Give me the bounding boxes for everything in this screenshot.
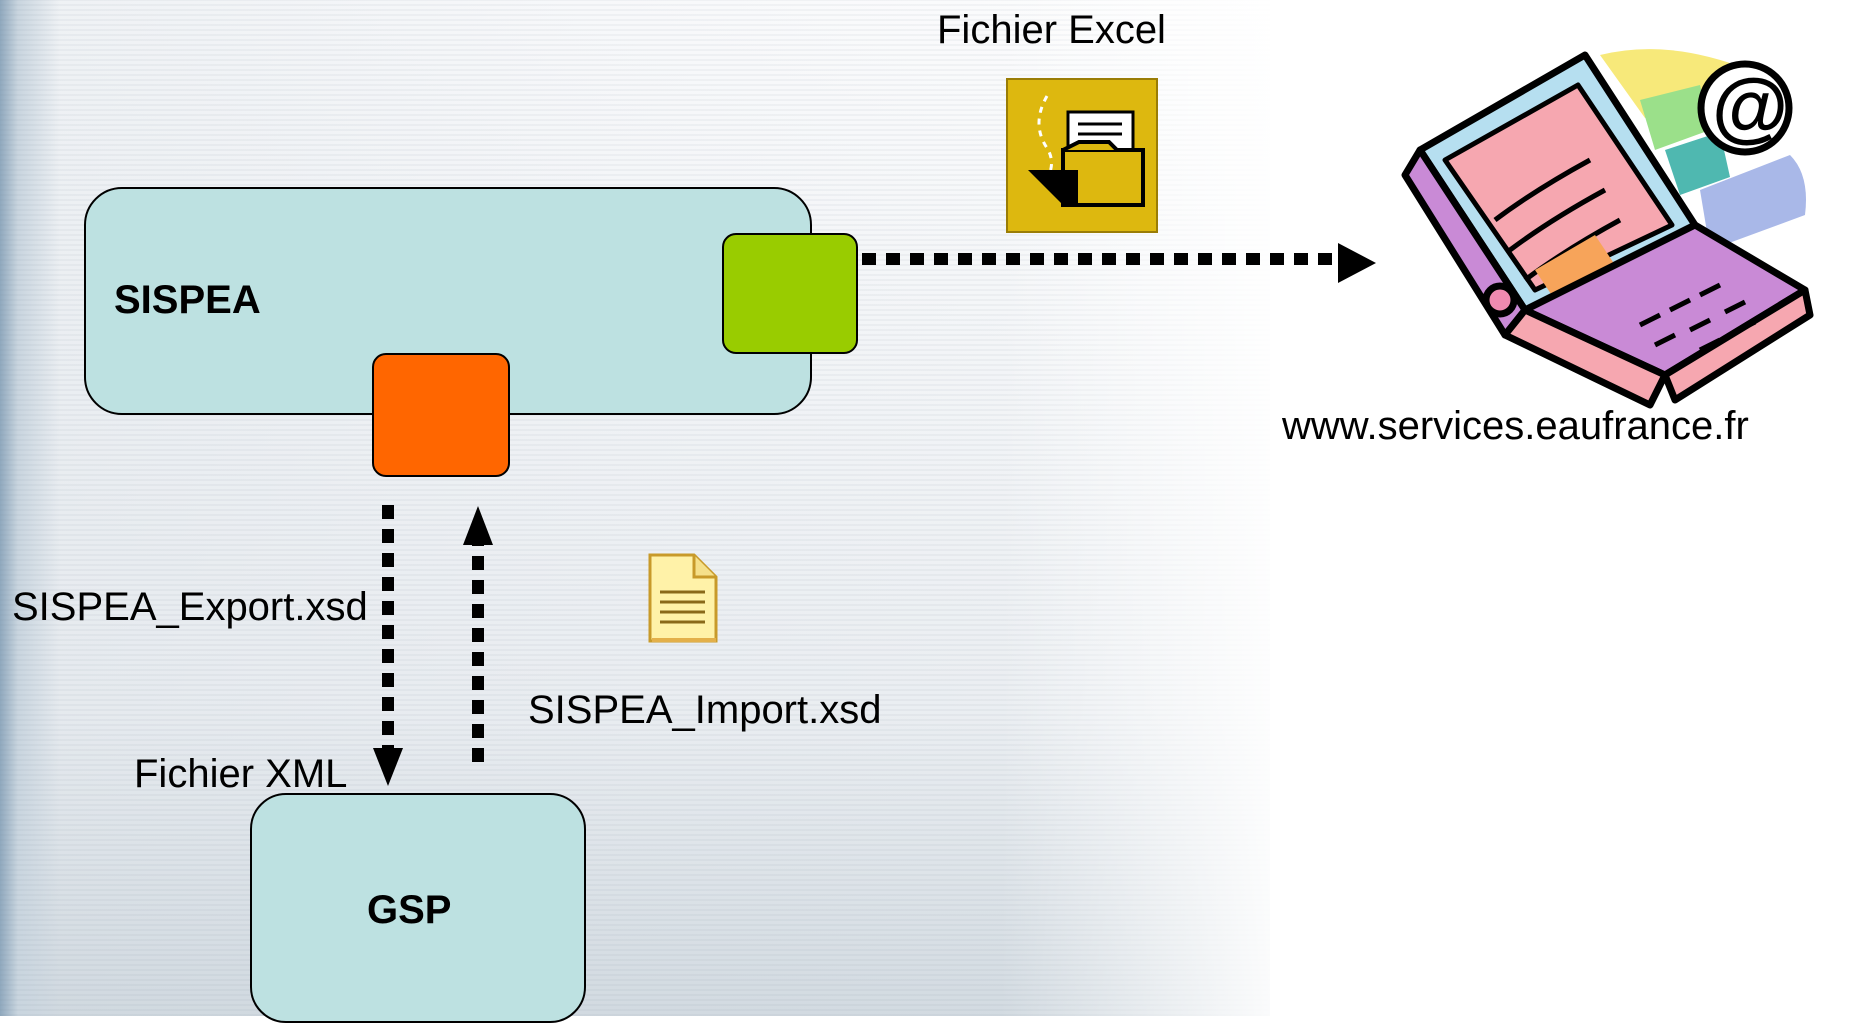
export-port [722,233,858,354]
xml-document-icon [648,553,718,643]
import-port [372,353,510,477]
website-label: www.services.eaufrance.fr [1282,404,1749,448]
gsp-label: GSP [367,888,452,932]
excel-export-arrow [862,243,1376,283]
fichier-excel-label: Fichier Excel [937,8,1166,52]
excel-file-icon [1006,78,1158,233]
xml-import-arrow [463,506,493,762]
sispea-label: SISPEA [114,278,261,322]
fichier-xml-label: Fichier XML [134,752,348,796]
svg-text:@: @ [1712,62,1788,150]
xml-export-arrow [373,505,403,786]
export-xsd-label: SISPEA_Export.xsd [12,585,368,629]
import-xsd-label: SISPEA_Import.xsd [528,688,882,732]
laptop-email-icon: @ [1401,49,1814,409]
